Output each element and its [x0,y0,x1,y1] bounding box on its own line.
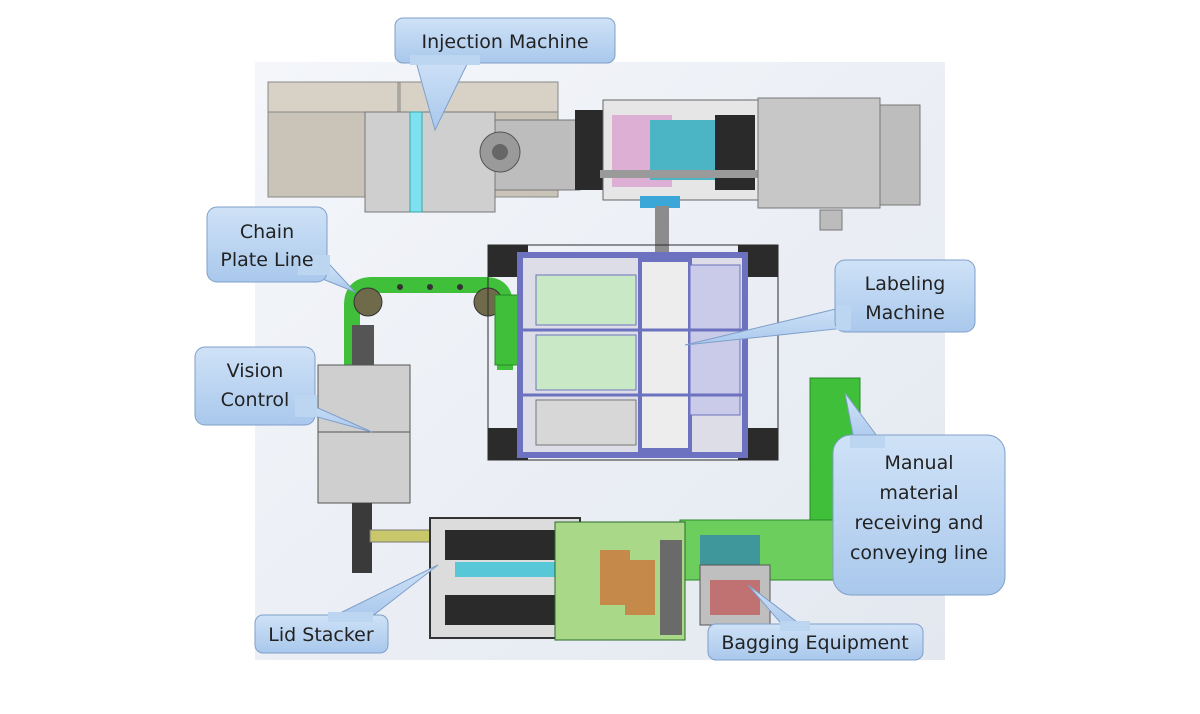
svg-text:Manual: Manual [884,452,953,474]
svg-text:Machine: Machine [865,302,945,324]
vision-control-drawing [317,364,411,573]
callout-bagging-equipment: Bagging Equipment [707,584,924,661]
injection-machine-drawing [267,81,921,254]
svg-text:Control: Control [221,389,290,411]
svg-text:Lid Stacker: Lid Stacker [268,624,374,646]
callout-lid-stacker: Lid Stacker [254,564,439,654]
callout-manual-line: Manual material receiving and conveying … [832,392,1006,596]
lid-stacker-drawing [369,517,686,641]
svg-text:Bagging Equipment: Bagging Equipment [721,632,908,654]
svg-text:Chain: Chain [240,221,294,243]
svg-text:receiving and: receiving and [855,512,984,534]
callout-injection-machine: Injection Machine [394,17,616,132]
svg-text:Vision: Vision [227,360,284,382]
labeling-machine-drawing [487,244,779,461]
svg-text:Labeling: Labeling [865,273,946,295]
svg-text:conveying line: conveying line [850,542,988,564]
svg-text:Plate Line: Plate Line [220,249,313,271]
callout-chain-plate-line: Chain Plate Line [206,206,356,293]
svg-text:material: material [879,482,958,504]
svg-text:Injection Machine: Injection Machine [421,31,588,53]
callout-labeling-machine: Labeling Machine [684,259,976,346]
callout-vision-control: Vision Control [194,346,373,433]
